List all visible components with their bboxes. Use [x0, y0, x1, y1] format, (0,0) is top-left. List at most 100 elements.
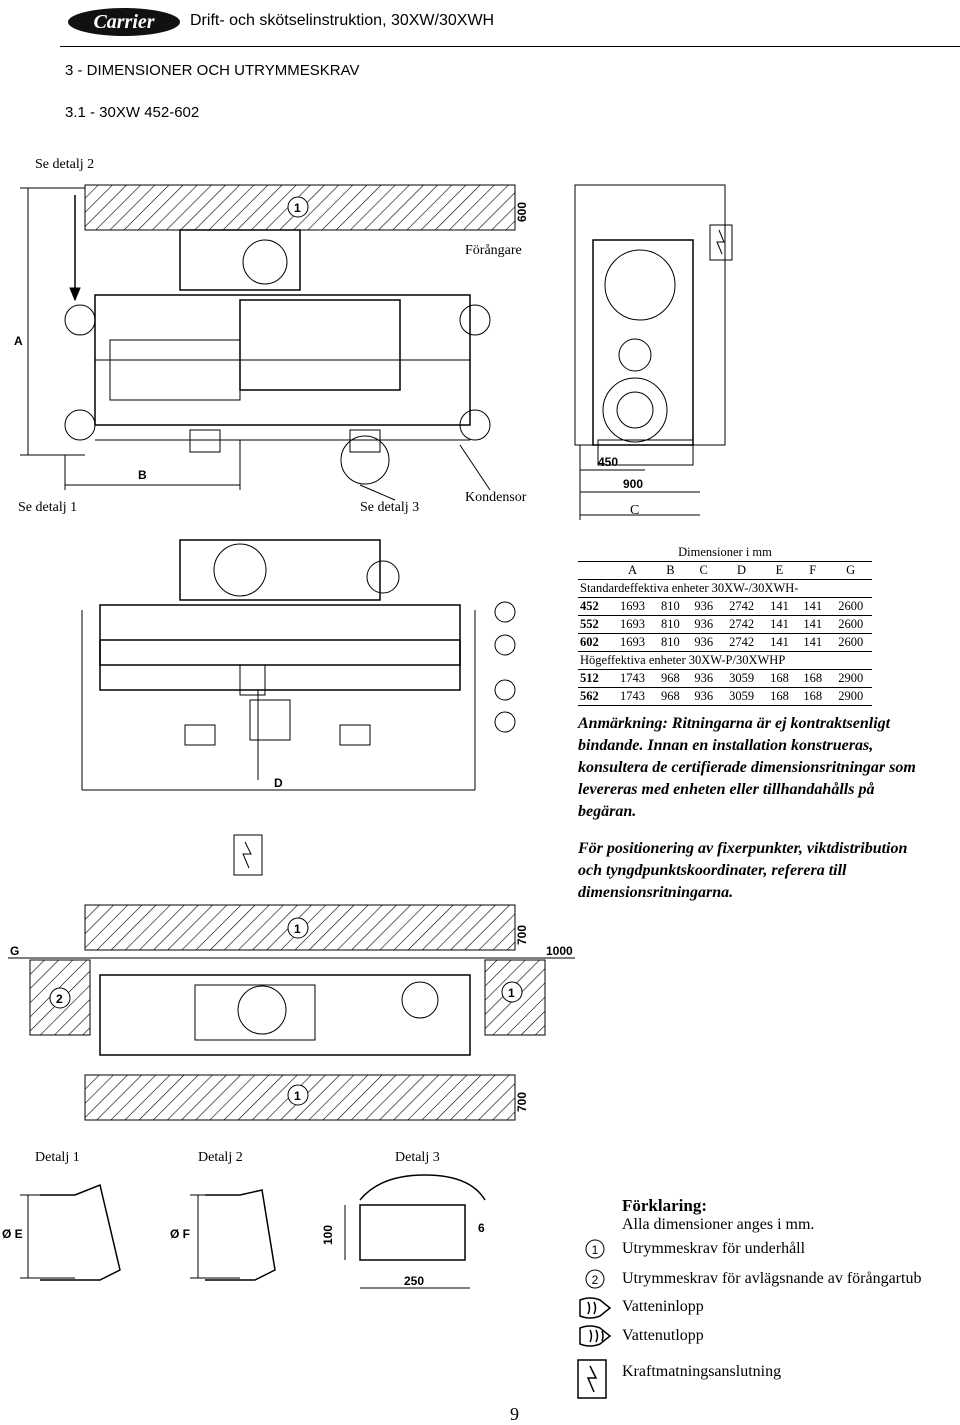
detail-3-drawing: 100 6 250	[321, 1174, 486, 1289]
svg-text:2: 2	[592, 1273, 599, 1287]
power-supply-icon	[716, 229, 725, 255]
table-header-row: A B C D E F G	[578, 561, 872, 580]
table-cell: 168	[762, 669, 797, 688]
row-model: 602	[578, 633, 612, 652]
carrier-logo: Carrier	[68, 8, 180, 36]
dim-100: 100	[321, 1225, 335, 1245]
table-cell: 936	[687, 687, 721, 706]
table-cell: 968	[653, 669, 688, 688]
section-heading: 3 - DIMENSIONER OCH UTRYMMESKRAV	[65, 62, 360, 79]
table-cell: 936	[687, 669, 721, 688]
table-cell: 810	[653, 633, 688, 652]
table-cell: 141	[796, 615, 830, 634]
col-header: D	[720, 561, 763, 580]
table-row: 452 1693 810 936 2742 141 141 2600	[578, 597, 872, 616]
detail-1-drawing: Ø E	[2, 1183, 121, 1281]
dimension-table: Dimensioner i mm A B C D E F G Standarde…	[578, 544, 872, 706]
table-cell: 2600	[829, 615, 872, 634]
label-se-detalj-3: Se detalj 3	[360, 500, 420, 515]
label-detalj-3: Detalj 3	[395, 1150, 440, 1165]
dim-700-top: 700	[515, 925, 529, 945]
table-cell: 1743	[611, 669, 654, 688]
power-supply-icon-front	[242, 841, 252, 869]
dim-700-bottom: 700	[515, 1092, 529, 1112]
table-cell: 2742	[720, 633, 763, 652]
table-cell: 141	[762, 597, 797, 616]
dim-D: D	[274, 776, 283, 790]
table-cell: 141	[762, 615, 797, 634]
legend-item-tube-removal: Utrymmeskrav för avlägsnande av förångar…	[622, 1270, 922, 1287]
table-cell: 1743	[611, 687, 654, 706]
col-header: F	[796, 561, 830, 580]
table-cell: 168	[796, 687, 830, 706]
table-cell: 168	[796, 669, 830, 688]
table-cell: 936	[687, 633, 721, 652]
table-cell: 810	[653, 597, 688, 616]
legend-title: Förklaring:	[622, 1196, 707, 1215]
label-detalj-1: Detalj 1	[35, 1150, 80, 1165]
legend-item-water-outlet: Vattenutlopp	[622, 1327, 704, 1344]
table-cell: 141	[796, 597, 830, 616]
legend-item-service-clearance: Utrymmeskrav för underhåll	[622, 1240, 806, 1257]
table-row: 602 1693 810 936 2742 141 141 2600	[578, 633, 872, 652]
legend-intro: Alla dimensioner anges i mm.	[622, 1216, 815, 1233]
circle-2-icon: 2	[585, 1269, 605, 1289]
plan-view-drawing: 1 700 2 1 1 700 G 1000	[8, 904, 575, 1121]
group-title: Standardeffektiva enheter 30XW-/30XWH-	[578, 579, 872, 598]
table-cell: 1693	[611, 597, 654, 616]
note-drawings-not-binding: Anmärkning: Ritningarna är ej kontraktse…	[578, 715, 916, 820]
table-cell: 3059	[720, 669, 763, 688]
detail-3-circle	[340, 435, 390, 485]
table-cell: 3059	[720, 687, 763, 706]
table-row: 562 1743 968 936 3059 168 168 2900	[578, 687, 872, 706]
svg-text:1: 1	[592, 1243, 599, 1257]
table-cell: 2900	[829, 687, 872, 706]
table-cell: 2742	[720, 615, 763, 634]
dim-600: 600	[515, 202, 529, 222]
col-header: B	[653, 561, 688, 580]
detail-2-drawing: Ø F	[170, 1189, 276, 1281]
table-cell: 968	[653, 687, 688, 706]
row-model: 552	[578, 615, 612, 634]
svg-text:1: 1	[294, 1089, 301, 1103]
col-header: A	[611, 561, 654, 580]
table-cell: 141	[762, 633, 797, 652]
front-view-drawing: D	[81, 539, 516, 876]
table-cell: 141	[796, 633, 830, 652]
table-cell: 2600	[829, 633, 872, 652]
dim-900: 900	[623, 477, 643, 491]
label-se-detalj-2: Se detalj 2	[35, 157, 95, 172]
side-view-drawing: 450 900 C	[574, 184, 733, 520]
table-cell: 2742	[720, 597, 763, 616]
table-row: 552 1693 810 936 2742 141 141 2600	[578, 615, 872, 634]
dim-1000: 1000	[546, 944, 573, 958]
table-cell: 2900	[829, 669, 872, 688]
col-header: G	[829, 561, 872, 580]
dim-250: 250	[404, 1274, 424, 1288]
label-detalj-2: Detalj 2	[198, 1150, 243, 1165]
table-cell: 2600	[829, 597, 872, 616]
legend-item-water-inlet: Vatteninlopp	[622, 1298, 704, 1315]
legend-item-power-supply: Kraftmatningsanslutning	[622, 1363, 782, 1380]
table-cell: 936	[687, 597, 721, 616]
power-supply-icon	[577, 1359, 607, 1399]
legend-icons: 1 2	[577, 1239, 612, 1399]
table-cell: 1693	[611, 615, 654, 634]
label-forangare: Förångare	[465, 243, 522, 258]
row-model: 512	[578, 669, 612, 688]
col-header: E	[762, 561, 797, 580]
table-cell: 936	[687, 615, 721, 634]
dim-450: 450	[598, 455, 618, 469]
svg-text:1: 1	[508, 986, 515, 1000]
dim-C: C	[630, 503, 639, 518]
group-title: Högeffektiva enheter 30XW-P/30XWHP	[578, 651, 872, 670]
dim-6: 6	[478, 1221, 485, 1235]
circle-1-icon: 1	[585, 1239, 605, 1259]
dim-E: Ø E	[2, 1227, 23, 1241]
top-view-drawing: 1 600 A B	[14, 184, 529, 501]
table-cell: 1693	[611, 633, 654, 652]
table-cell: 168	[762, 687, 797, 706]
header-title: Drift- och skötselinstruktion, 30XW/30XW…	[190, 12, 495, 29]
dim-F: Ø F	[170, 1227, 190, 1241]
